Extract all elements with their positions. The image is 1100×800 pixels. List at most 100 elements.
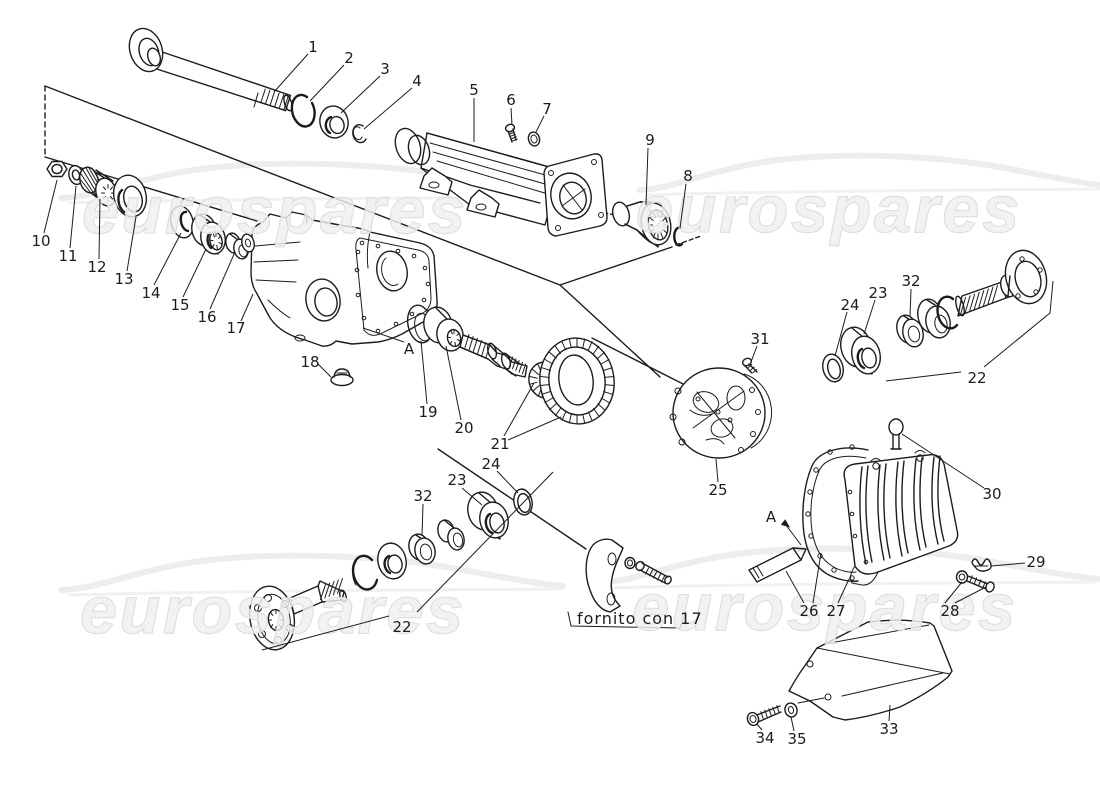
callout-10: 10 xyxy=(31,232,50,250)
leader-line xyxy=(503,382,535,437)
callout-32: 32 xyxy=(901,272,920,290)
callout-6: 6 xyxy=(506,91,516,109)
callout-19: 19 xyxy=(418,403,437,421)
callout-A: A xyxy=(766,508,777,526)
callout-5: 5 xyxy=(469,81,479,99)
leader-line xyxy=(510,107,513,126)
part-spring-screw-29 xyxy=(971,558,992,572)
callout-A: A xyxy=(404,340,415,358)
leader-line xyxy=(362,327,405,343)
callout-34: 34 xyxy=(755,729,774,747)
callout-15: 15 xyxy=(170,296,189,314)
leader-line xyxy=(273,53,309,93)
part-gasket-26 xyxy=(802,444,869,582)
part-bearing-3 xyxy=(319,105,349,139)
part-washer-bolt-28 xyxy=(955,570,995,593)
part-mount-bracket xyxy=(585,538,672,613)
callout-17: 17 xyxy=(226,319,245,337)
part-ring-24-top xyxy=(822,353,844,383)
callout-24: 24 xyxy=(481,455,500,473)
callout-26: 26 xyxy=(799,602,818,620)
bracket-line xyxy=(416,471,554,613)
leader-line xyxy=(944,581,963,604)
caption-fornito-con-17: fornito con 17 xyxy=(577,609,703,628)
leader-line xyxy=(812,552,822,604)
part-seal-13 xyxy=(112,174,148,218)
callout-4: 4 xyxy=(412,72,422,90)
part-washer-35 xyxy=(784,702,798,718)
part-ring-4 xyxy=(352,123,367,144)
leader-line xyxy=(990,562,1026,567)
watermark-text: eurospares xyxy=(82,173,468,247)
leader-line xyxy=(309,64,345,102)
leader-line xyxy=(863,299,876,335)
leader-line xyxy=(756,723,763,731)
part-bearing-20 xyxy=(423,306,464,352)
part-bearing-and-clip-22 xyxy=(917,295,959,339)
callout-22: 22 xyxy=(392,618,411,636)
watermark-text: eurospares xyxy=(80,573,466,647)
leader-line xyxy=(153,232,182,286)
bracket-line xyxy=(885,371,962,382)
leader-line xyxy=(421,503,424,537)
part-washer-7 xyxy=(527,131,541,147)
part-output-shaft-front xyxy=(822,249,1048,383)
callout-18: 18 xyxy=(300,353,319,371)
leader-line xyxy=(785,570,805,604)
leader-line xyxy=(837,578,850,604)
leader-line xyxy=(43,179,58,234)
part-pinion-and-crown-wheel xyxy=(459,334,615,425)
bracket-line xyxy=(261,615,390,651)
part-bolt-31 xyxy=(741,357,758,374)
part-bearing-15 xyxy=(191,213,226,255)
callout-20: 20 xyxy=(454,419,473,437)
part-coupling-9 xyxy=(611,201,672,248)
leader-line xyxy=(535,115,545,133)
callout-27: 27 xyxy=(826,602,845,620)
leader-line xyxy=(240,293,254,322)
callout-32: 32 xyxy=(413,487,432,505)
pointer-arrow-icon xyxy=(780,519,791,528)
leader-line xyxy=(496,470,519,494)
part-plug-18 xyxy=(330,368,354,387)
callout-30: 30 xyxy=(982,485,1001,503)
watermark-texts: eurospares eurospares eurospares eurospa… xyxy=(79,171,1019,647)
part-bearing-23-top xyxy=(840,326,881,375)
leader-line xyxy=(750,345,758,363)
part-bearing-23-rear xyxy=(467,491,509,540)
callout-1: 1 xyxy=(308,38,318,56)
part-snap-ring-rear xyxy=(351,554,379,591)
part-spacer-rear xyxy=(437,519,465,551)
leader-line xyxy=(317,363,332,378)
callout-3: 3 xyxy=(380,60,390,78)
part-guard-33 xyxy=(788,619,953,721)
leader-line xyxy=(420,340,428,405)
caption-bracket xyxy=(567,611,685,629)
leader-line xyxy=(909,288,912,318)
part-bearing-rear xyxy=(377,542,407,580)
part-seal-32-top xyxy=(896,314,924,348)
callout-23: 23 xyxy=(447,471,466,489)
leader-line xyxy=(645,147,649,206)
leader-line xyxy=(888,704,891,722)
bracket-line xyxy=(983,280,1054,368)
callout-2: 2 xyxy=(344,49,354,67)
callout-23: 23 xyxy=(868,284,887,302)
leader-line xyxy=(69,185,77,249)
part-ring-24-rear xyxy=(513,488,533,516)
part-seal-ring-14 xyxy=(169,205,195,239)
callout-14: 14 xyxy=(141,284,160,302)
leader-line xyxy=(679,183,687,229)
leader-line xyxy=(834,311,848,357)
callout-16: 16 xyxy=(197,308,216,326)
leader-line xyxy=(954,586,987,604)
callout-9: 9 xyxy=(645,131,655,149)
part-nut-10 xyxy=(46,160,68,178)
part-clip-8 xyxy=(673,226,684,247)
part-differential-assembly xyxy=(669,367,773,459)
callout-11: 11 xyxy=(58,247,77,265)
callout-25: 25 xyxy=(708,481,727,499)
